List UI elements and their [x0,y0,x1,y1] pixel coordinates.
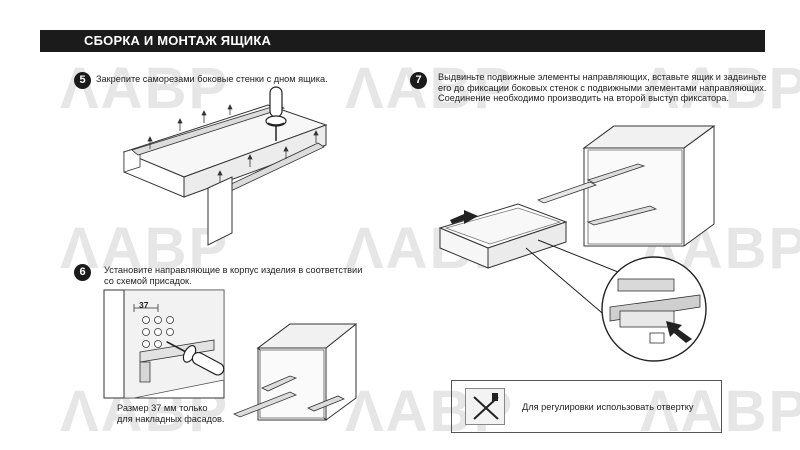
step-6-text: Установите направляющие в корпус изделия… [104,265,362,286]
hint-text: Для регулировки использовать отвертку [522,402,694,412]
step-6-text-line2: со схемой присадок. [104,275,192,286]
step-5-text: Закрепите саморезами боковые стенки с дн… [96,74,328,84]
watermark: ΛABP [640,56,800,121]
page-header: СБОРКА И МОНТАЖ ЯЩИКА [40,30,765,52]
watermark: ΛABP [640,379,800,444]
rail-detail-zoom [601,256,707,362]
screwdriver-icon [265,86,287,141]
step-6-text-line1: Установите направляющие в корпус изделия… [104,265,363,275]
size-note-line2: для накладных фасадов. [117,414,225,424]
step-7-text: Выдвиньте подвижные элементы направляющи… [438,72,767,104]
step-7-text-line1: Выдвиньте подвижные элементы направляющи… [438,72,767,82]
size-note-line1: Размер 37 мм только [117,403,208,413]
hint-box [451,380,722,433]
step-7-illustration [438,125,716,319]
step-number-7: 7 [410,72,427,89]
step-7-text-line3: Соединение необходимо производить на вто… [438,93,729,103]
step-5-illustration [122,86,328,246]
step-number-6: 6 [74,264,91,281]
dimension-label: 37 [139,300,149,310]
step-7-text-line2: его до фиксации боковых стенок с подвижн… [438,82,767,93]
watermark: ΛABP [345,56,515,121]
step-6-detail-illustration [103,289,225,399]
screwdriver-crossed-icon [465,388,505,425]
step-number-5: 5 [74,72,91,89]
size-note: Размер 37 мм только для накладных фасадо… [117,403,225,425]
watermark: ΛABP [60,56,230,121]
step-6-cabinet-illustration [233,323,358,422]
